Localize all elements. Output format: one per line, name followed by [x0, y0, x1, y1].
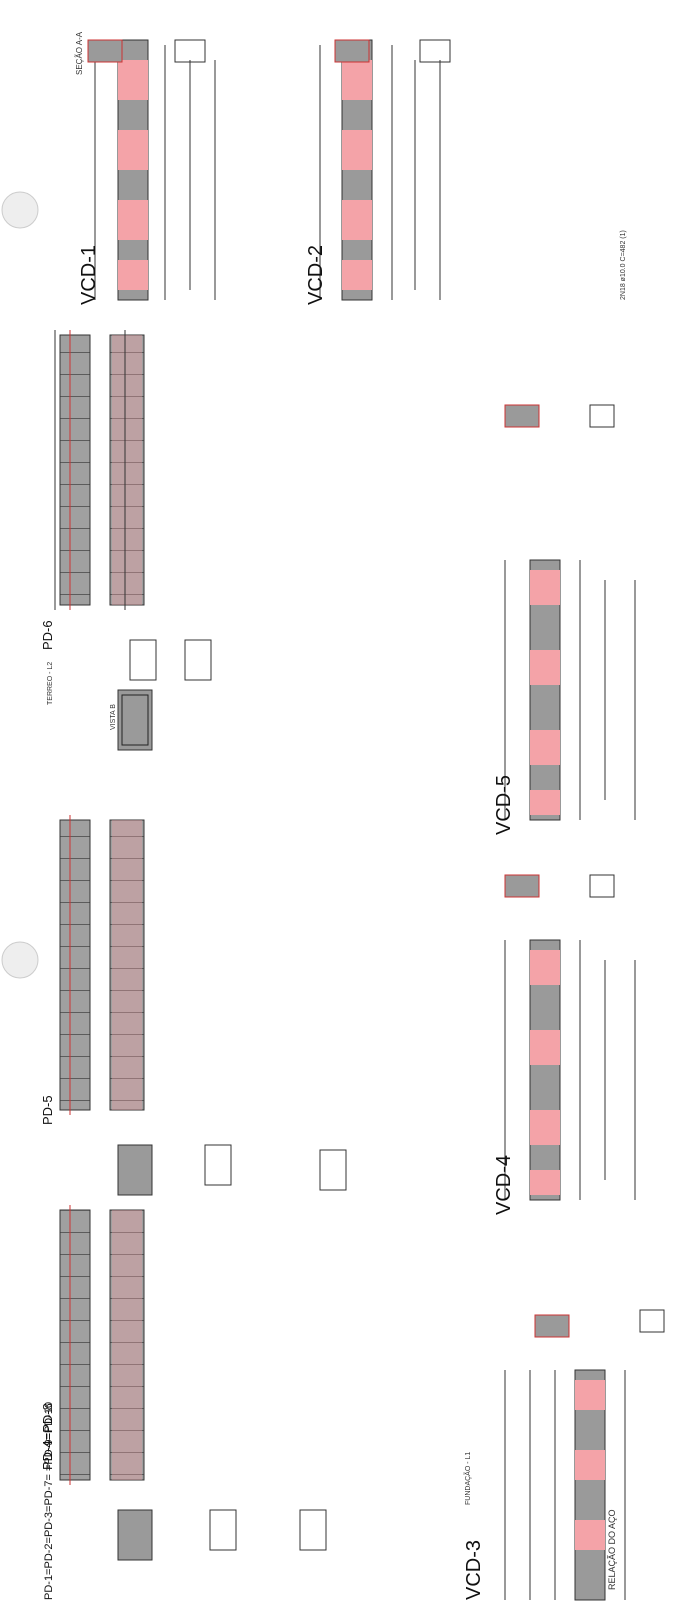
- level-top-label: TERREO - L2: [47, 662, 54, 705]
- level-bottom-label: FUNDAÇÃO - L1: [463, 1452, 472, 1505]
- binding-hole-icon: [1, 191, 39, 229]
- beam-vcd-3: [504, 1369, 626, 1601]
- section-vcd-2: [334, 39, 451, 63]
- pillar-title-pd-6: PD-6: [40, 620, 55, 650]
- beam-vcd-1: [94, 39, 216, 301]
- pillar-pd-4-section: [117, 1509, 327, 1561]
- pillar-pd-4-elevation: [59, 1205, 145, 1485]
- beam-vcd-5: [504, 559, 636, 821]
- rebar-note: 2N18 ø10.0 C=482 (1): [620, 230, 627, 300]
- steel-relation-label: RELAÇÃO DO AÇO: [607, 1509, 617, 1590]
- pillar-pd-6-elevation: [54, 330, 145, 610]
- pillar-pd-6-section: [117, 639, 212, 751]
- beam-title-vcd-5: VCD-5: [493, 775, 515, 835]
- binding-hole-icon: [1, 941, 39, 979]
- beam-title-vcd-3: VCD-3: [463, 1540, 485, 1600]
- pillar-title-pd-4: PD-4=PD-8: [40, 1403, 55, 1470]
- beam-vcd-2: [319, 39, 441, 301]
- section-label: SEÇÃO A-A: [75, 31, 84, 75]
- view-label: VISTA B: [110, 704, 117, 730]
- beam-title-vcd-2: VCD-2: [305, 245, 327, 305]
- beam-title-vcd-4: VCD-4: [493, 1155, 515, 1215]
- section-vcd-5: [504, 404, 615, 428]
- section-vcd-1: [87, 39, 206, 63]
- beam-title-vcd-1: VCD-1: [78, 245, 100, 305]
- section-vcd-4: [504, 874, 615, 898]
- beam-vcd-4: [504, 939, 636, 1201]
- pillar-title-pd-1: PD-1=PD-2=PD-3=PD-7= =PD-9=PD-10: [43, 1402, 55, 1600]
- pillar-pd-5-section: [117, 1144, 347, 1196]
- pillar-pd-5-elevation: [59, 815, 145, 1115]
- pillar-title-pd-5: PD-5: [40, 1095, 55, 1125]
- section-vcd-3: [534, 1309, 665, 1338]
